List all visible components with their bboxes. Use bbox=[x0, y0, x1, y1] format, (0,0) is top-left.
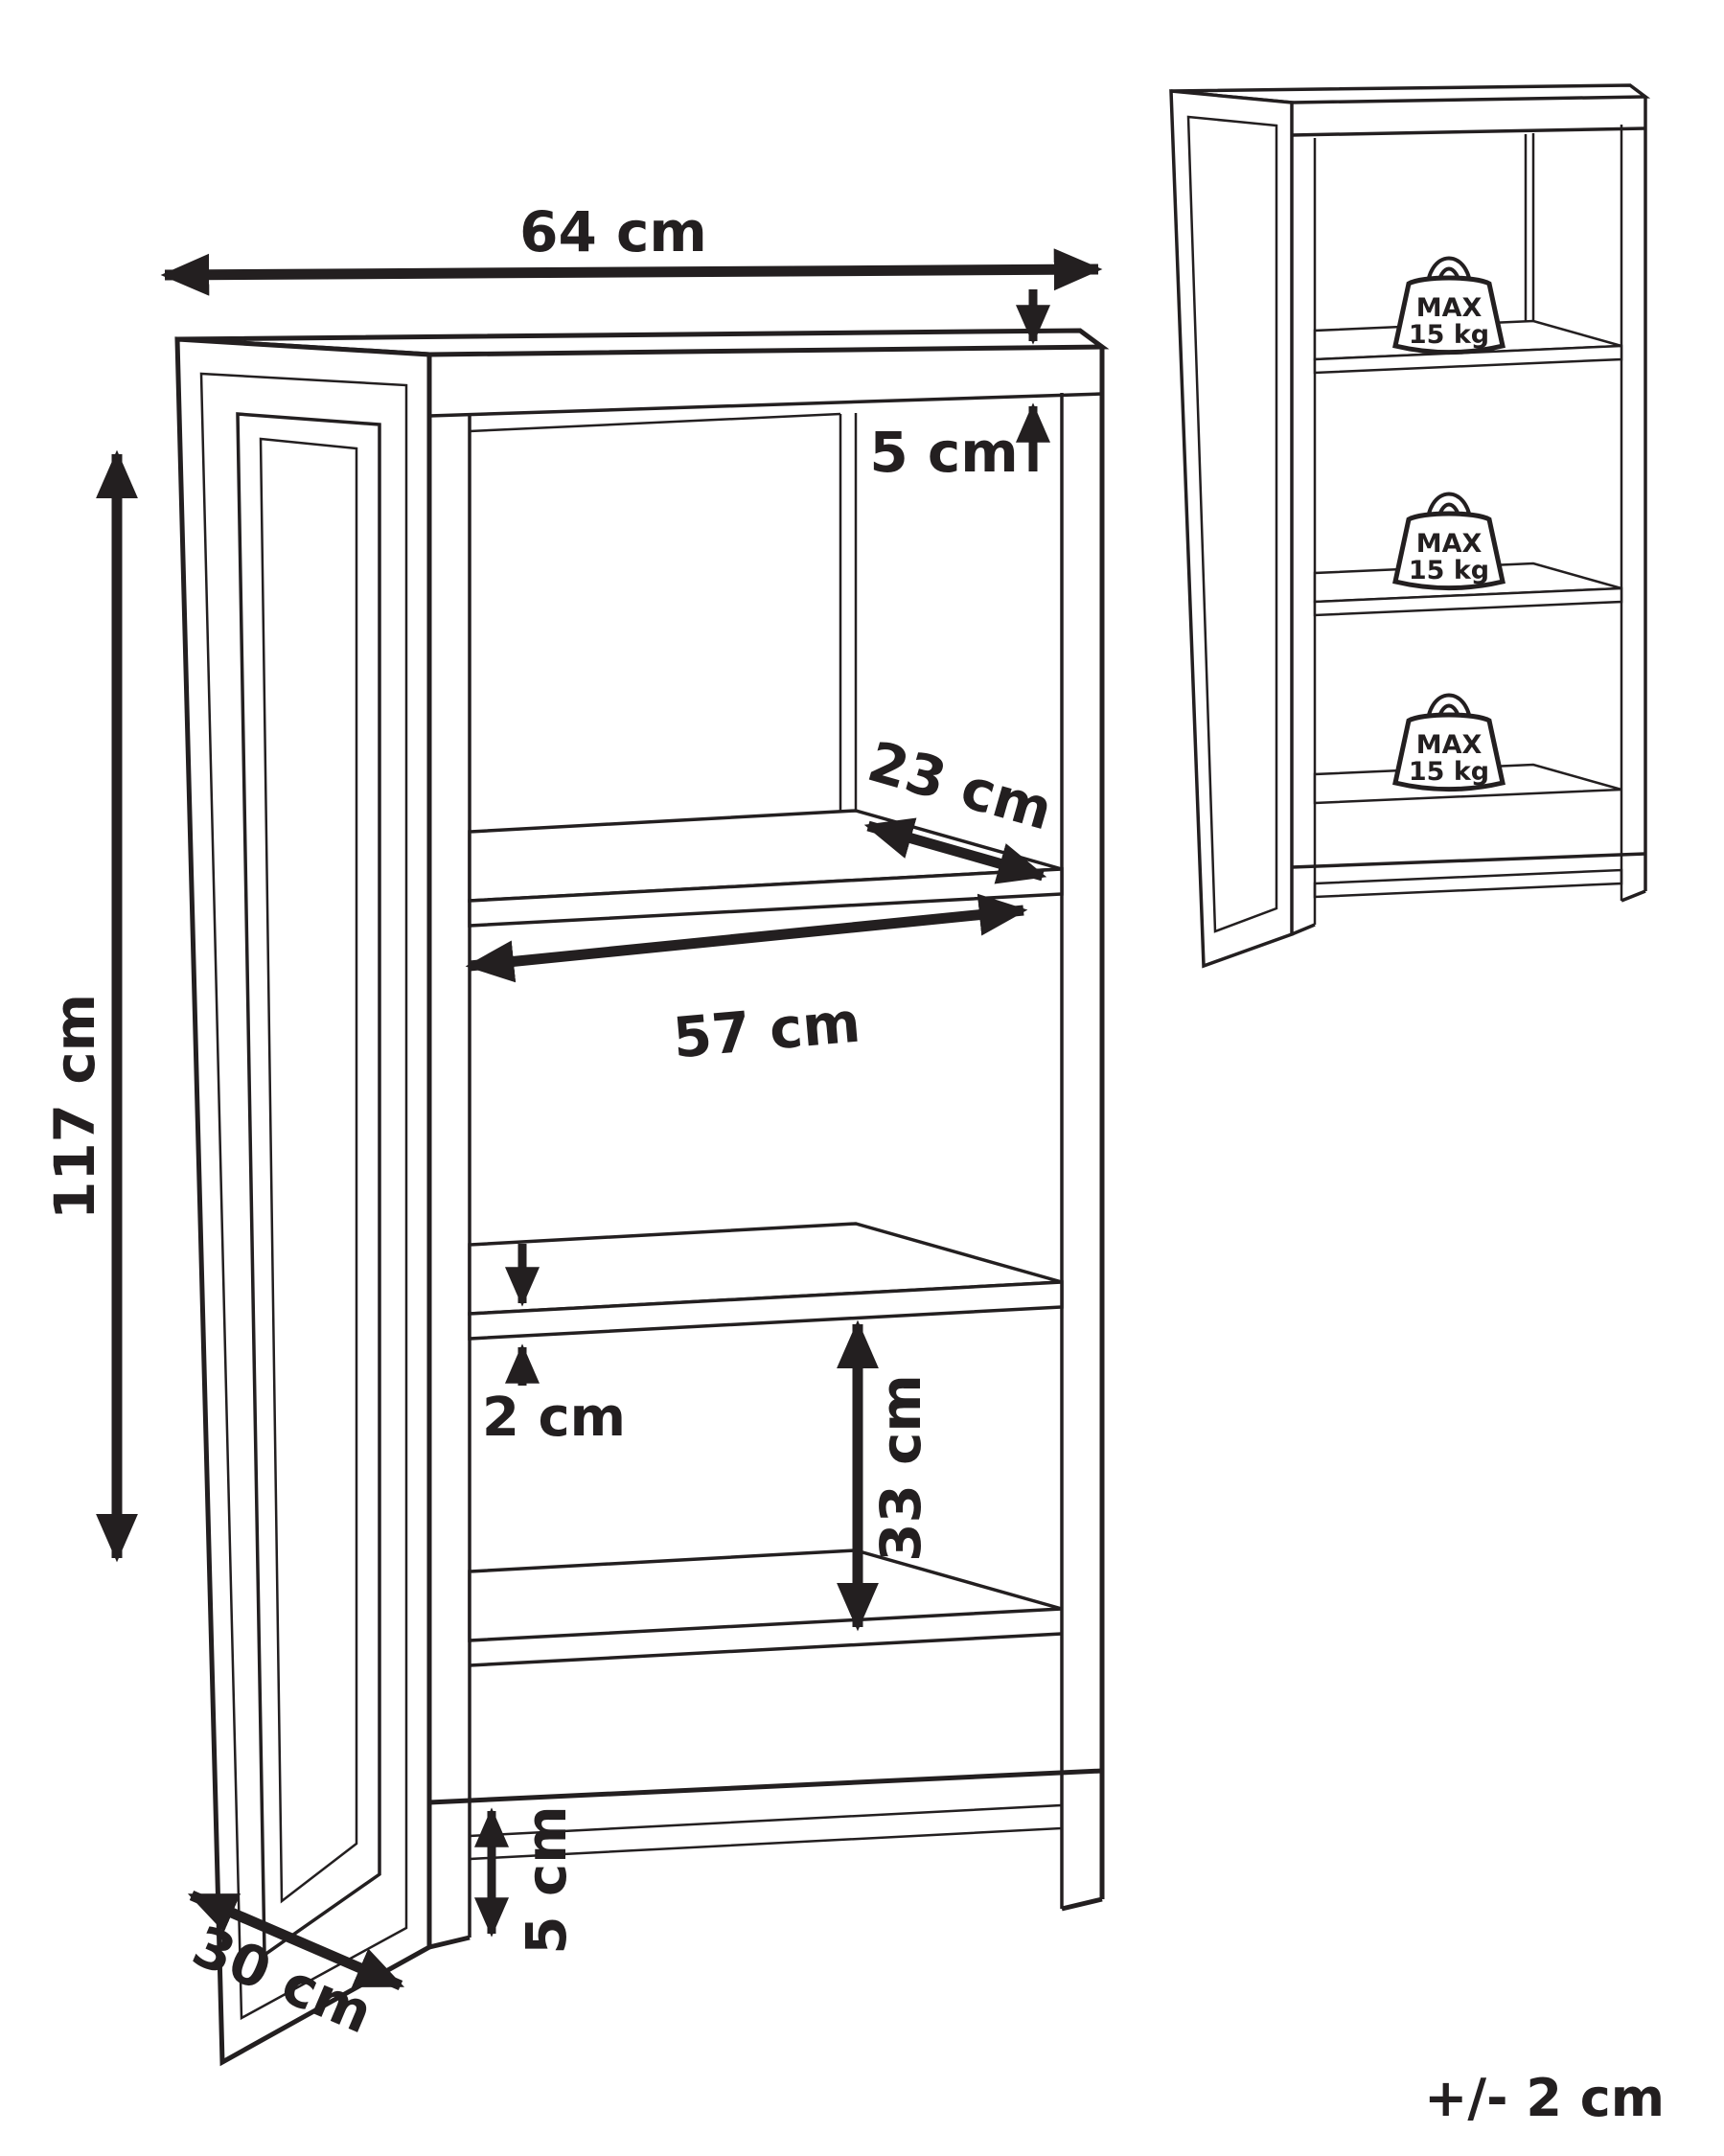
max-load-label: MAX bbox=[1416, 730, 1483, 760]
inset-back-stretcher bbox=[1313, 868, 1623, 899]
inset-bookshelf-drawing: MAX 15 kg MAX 15 kg MAX 15 kg bbox=[1169, 83, 1651, 969]
inner-width-arrow bbox=[465, 893, 1028, 983]
depth-dimension-arrow bbox=[187, 1890, 405, 1991]
bottom-rail-bottom-edge bbox=[428, 1768, 1103, 1805]
tolerance-label: +/- 2 cm bbox=[1424, 2068, 1665, 2128]
inset-shelf-1-front-edge bbox=[1313, 344, 1623, 375]
max-load-weight-icon-1: MAX 15 kg bbox=[1392, 256, 1506, 356]
compartment-height-label: 33 cm bbox=[868, 1374, 933, 1562]
shelf-depth-arrow bbox=[863, 817, 1047, 884]
width-dimension: 64 cm bbox=[160, 199, 1103, 345]
width-dimension-arrow bbox=[160, 248, 1103, 296]
inner-width-dimension: 57 cm bbox=[465, 893, 1028, 1071]
main-bookshelf-drawing bbox=[174, 328, 1110, 2067]
dimension-annotations: 64 cm 5 cm 23 cm 57 cm 117 cm 2 cm bbox=[42, 199, 1103, 2047]
right-leg-bottom-edge bbox=[1061, 1896, 1103, 1912]
top-thickness-dimension: 5 cm bbox=[869, 402, 1050, 485]
bottom-board-front-edge bbox=[469, 1632, 1063, 1667]
left-side-panel-border bbox=[199, 372, 408, 2021]
inset-left-leg-bottom-edge bbox=[1291, 923, 1316, 936]
left-side-panel-recess bbox=[236, 412, 381, 1959]
compartment-height-dimension: 33 cm bbox=[837, 1319, 933, 1632]
max-load-label: MAX bbox=[1416, 529, 1483, 559]
max-load-weight-icon-2: MAX 15 kg bbox=[1392, 492, 1506, 591]
height-dimension-label: 117 cm bbox=[42, 994, 107, 1220]
max-load-label: MAX bbox=[1416, 293, 1483, 323]
inner-width-label: 57 cm bbox=[671, 990, 863, 1071]
inset-top-rail-bottom-edge bbox=[1291, 126, 1646, 137]
height-dimension: 117 cm bbox=[42, 449, 138, 1563]
inset-shelf-2-front-edge bbox=[1313, 586, 1623, 617]
weight-body-icon bbox=[1392, 275, 1506, 356]
inset-left-side-panel-recess bbox=[1186, 115, 1278, 933]
left-side-panel-inner-edge bbox=[259, 437, 358, 1904]
shelf-thickness-label: 2 cm bbox=[482, 1387, 626, 1449]
max-load-value: 15 kg bbox=[1409, 320, 1489, 350]
left-side-panel-outline bbox=[174, 336, 432, 2067]
top-rail-back-edge bbox=[469, 412, 841, 433]
inset-right-leg-bottom-edge bbox=[1621, 889, 1646, 903]
max-load-value: 15 kg bbox=[1409, 556, 1489, 585]
weight-body-icon bbox=[1392, 511, 1506, 591]
shelf-thickness-dimension: 2 cm bbox=[482, 1244, 626, 1449]
left-leg-bottom-edge bbox=[428, 1935, 471, 1950]
base-height-dimension: 5 cm bbox=[474, 1805, 579, 1955]
inset-left-side-panel bbox=[1169, 89, 1294, 969]
max-load-value: 15 kg bbox=[1409, 757, 1489, 787]
base-height-label: 5 cm bbox=[514, 1805, 579, 1954]
inset-bottom-rail-bottom-edge bbox=[1291, 852, 1646, 869]
top-rail-bottom-edge bbox=[428, 392, 1103, 418]
back-stretcher bbox=[468, 1803, 1064, 1861]
max-load-weight-icon-3: MAX 15 kg bbox=[1392, 693, 1506, 792]
top-thickness-label: 5 cm bbox=[869, 420, 1018, 485]
bottom-board-top-surface bbox=[468, 1548, 1063, 1642]
shelf-2-front-edge bbox=[468, 1280, 1064, 1341]
width-dimension-label: 64 cm bbox=[519, 199, 707, 264]
weight-body-icon bbox=[1392, 712, 1506, 792]
